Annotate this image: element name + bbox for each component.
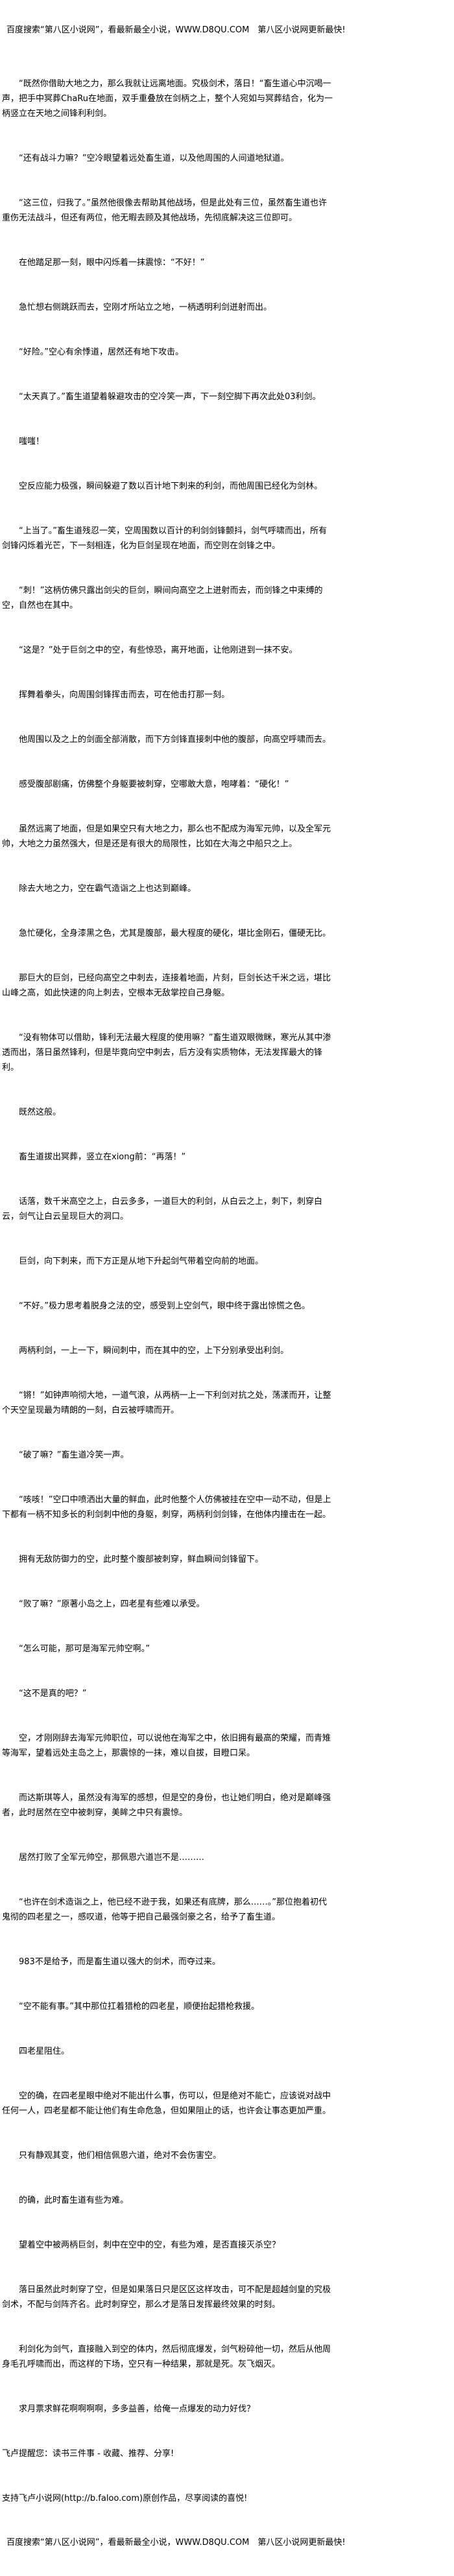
paragraph: 落日虽然此时刺穿了空，但是如果落日只是区区这样攻击，可不配是超越剑皇的究极剑术，… — [2, 2285, 331, 2310]
paragraph: 两柄利剑，一上一下，瞬间刺中，而在其中的空，上下分别承受出利剑。 — [19, 1346, 289, 1356]
paragraph: “怎么可能，那可是海军元帅空啊。” — [19, 1644, 150, 1654]
paragraph: “不好。”极力思考着脱身之法的空，感受到上空剑气，眼中终于露出惊慌之色。 — [19, 1301, 310, 1311]
paragraph: “还有战斗力嘛？”空冷眼望着远处畜生道，以及他周围的人间道地狱道。 — [19, 154, 289, 163]
paragraph: 挥舞着拳头，向周围剑锋挥击而去，可在他击打那一刻。 — [19, 690, 230, 700]
paragraph: “上当了。”畜生道残忍一笑，空周围数以百计的利剑剑锋颤抖，剑气呼啸而出，所有剑锋… — [2, 526, 327, 551]
paragraph: 急忙硬化，全身漆黑之色，尤其是腹部，最大程度的硬化，堪比金刚石，僵硬无比。 — [19, 929, 331, 938]
paragraph: 拥有无敌防御力的空，此时整个腹部被刺穿，鲜血瞬间剑锋留下。 — [19, 1555, 264, 1564]
paragraph: “刺！”这柄仿佛只露出剑尖的巨剑，瞬间向高空之上迸射而去，而剑锋之中束缚的空，自… — [2, 586, 323, 610]
paragraph: 望着空中被两柄巨剑，刺中在空中的空，有些为难，是否直接灭杀空？ — [19, 2240, 281, 2250]
paragraph: 他周围以及之上的剑面全部消散，而下方剑锋直接刺中他的腹部，向高空呼啸而去。 — [19, 735, 331, 745]
paragraph: 在他踏足那一刻，眼中闪烁着一抹震惊：“不好！” — [19, 258, 205, 268]
chapter-content: “既然你借助大地之力，那么我就让远离地面。究极剑术，落日！“畜生道心中沉喝一声，… — [0, 38, 334, 2417]
paragraph: “也许在剑术造诣之上，他已经不逊于我，如果还有底牌，那么……。”那位抱着初代鬼彻… — [2, 1897, 327, 1922]
paragraph: “好险。”空心有余悸道，居然还有地下攻击。 — [19, 347, 184, 357]
paragraph: 983不是给予，而是畜生道以强大的剑术，而夺过来。 — [19, 1957, 221, 1967]
paragraph: “这不是真的吧？” — [19, 1689, 87, 1699]
paragraph: 四老星阻住。 — [19, 2047, 70, 2056]
paragraph: 利剑化为剑气，直接融入到空的体内，然后彻底爆发，剑气粉碎他一切，然后从他周身毛孔… — [2, 2345, 331, 2369]
paragraph: 嗤嗤！ — [19, 437, 45, 447]
site-banner-bottom: 百度搜索“第八区小说网”，看最新最全小说，WWW.D8QU.COM 第八区小说网… — [6, 2538, 346, 2547]
paragraph: 畜生道拔出冥葬，竖立在xiong前：“再落！” — [19, 1152, 186, 1162]
chapter-footer: 飞卢提醒您：读书三件事 - 收藏、推荐、分享! 支持飞卢小说网(http://b… — [0, 2446, 454, 2506]
paragraph: 空，才刚刚辞去海军元帅职位，可以说他在海军之中，依旧拥有最高的荣耀，而青雉等海军… — [2, 1734, 331, 1758]
paragraph: “既然你借助大地之力，那么我就让远离地面。究极剑术，落日！“畜生道心中沉喝一声，… — [2, 79, 333, 119]
paragraph: “破了嘛？”畜生道冷笑一声。 — [19, 1450, 129, 1460]
paragraph: 的确，此时畜生道有些为难。 — [19, 2196, 129, 2205]
paragraph: 话落，数千米高空之上，白云多多，一道巨大的利剑，从白云之上，刺下，刺穿白云，剑气… — [2, 1197, 323, 1222]
faloo-support-link[interactable]: 支持飞卢小说网(http://b.faloo.com)原创作品，尽享阅读的喜悦! — [2, 2494, 248, 2503]
paragraph: “咳咳！”空口中喷洒出大量的鲜血，此时他整个人仿佛被挂在空中一动不动，但是上下都… — [2, 1495, 331, 1520]
paragraph: 居然打败了全军元帅空，那佩恩六道岂不是……… — [19, 1853, 205, 1862]
paragraph: 急忙想右侧跳跃而去，空刚才所站立之地，一柄透明利剑迸射而出。 — [19, 303, 272, 312]
faloo-reminder: 飞卢提醒您：读书三件事 - 收藏、推荐、分享! — [2, 2449, 174, 2459]
paragraph: “没有物体可以借助，锋利无法最大程度的使用嘛？”畜生道双眼微眯，寒光从其中渗透而… — [2, 1033, 331, 1073]
paragraph: 既然这般。 — [19, 1108, 62, 1117]
paragraph: 空的确，在四老星眼中绝对不能出什么事，伤可以，但是绝对不能亡，应该说对战中任何一… — [2, 2091, 331, 2116]
paragraph: 巨剑，向下刺来，而下方正是从地下升起剑气带着空向前的地面。 — [19, 1257, 264, 1266]
paragraph: 空反应能力极强，瞬间躲避了数以百计地下刺来的利剑，而他周围已经化为剑林。 — [19, 482, 323, 491]
paragraph: “锵！”如钟声响彻大地，一道气浪，从两柄一上一下利剑对抗之处，荡漾而开，让整个天… — [2, 1391, 331, 1415]
site-banner-top: 百度搜索“第八区小说网”，看最新最全小说，WWW.D8QU.COM 第八区小说网… — [6, 25, 346, 35]
paragraph: 除去大地之力，空在霸气造诣之上也达到巅峰。 — [19, 884, 197, 894]
paragraph: 求月票求鲜花啊啊啊啊，多多益善，给俺一点爆发的动力好伐？ — [19, 2404, 256, 2414]
paragraph: 感受腹部剧痛，仿佛整个身躯要被刺穿，空哪敢大意，咆哮着：“硬化！” — [19, 780, 289, 789]
paragraph: “这三位，归我了。”虽然他很像去帮助其他战场，但是此处有三位，虽然畜生道也许重伤… — [2, 198, 327, 223]
paragraph: “太天真了。”畜生道望着躲避攻击的空冷笑一声，下一刻空脚下再次此处03利剑。 — [19, 392, 321, 402]
paragraph: 那巨大的巨剑，已经向高空之中刺去，连接着地面，片刻，巨剑长达千米之远，堪比山峰之… — [2, 973, 331, 998]
paragraph: “这是？”处于巨剑之中的空，有些惊恐，离开地面，让他刚进到一抹不安。 — [19, 645, 298, 655]
paragraph: 虽然远离了地面，但是如果空只有大地之力，那么也不配成为海军元帅，以及全军元帅，大… — [2, 824, 331, 849]
paragraph: 而达斯琪等人，虽然没有海军的感想，但是空的身份，也让她们明白，绝对是巅峰强者，此… — [2, 1793, 331, 1818]
paragraph: “败了嘛？”原著小岛之上，四老星有些难以承受。 — [19, 1599, 205, 1609]
paragraph: 只有静观其变，他们相信佩恩六道，绝对不会伤害空。 — [19, 2151, 222, 2161]
paragraph: “空不能有事。”其中那位扛着猎枪的四老星，顺便抬起猎枪救援。 — [19, 2002, 259, 2012]
